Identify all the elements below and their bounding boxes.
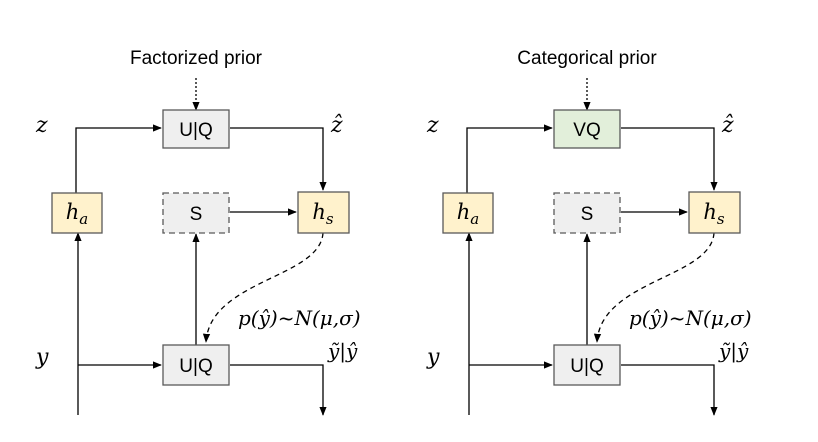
ha-subscript: a	[79, 210, 88, 228]
ha-to-quantizer-arrow	[75, 124, 162, 196]
y-label: y	[35, 345, 49, 370]
quantizer-output-arrow	[621, 364, 718, 416]
side-info-label: S	[190, 204, 203, 225]
ha-base: h	[66, 200, 80, 224]
side-info-box	[162, 192, 230, 234]
side-info-box	[553, 192, 621, 234]
hs-label: hs	[312, 200, 334, 228]
ha-label: ha	[457, 200, 479, 228]
z-hat-label: ẑ	[330, 113, 343, 138]
hs-base: h	[703, 200, 717, 224]
hs-box	[688, 191, 741, 234]
hs-box	[297, 191, 350, 234]
z-label: z	[35, 113, 48, 138]
ha-to-quantizer-arrow	[466, 124, 553, 196]
quantizer-top-box	[162, 109, 230, 149]
ha-box	[442, 192, 494, 234]
quantizer-bottom-box	[162, 344, 230, 386]
prior-title: Factorized prior	[130, 48, 263, 69]
hs-subscript: s	[326, 210, 334, 228]
side-info-label: S	[581, 204, 594, 225]
probability-label: p(ŷ)~N(μ,σ)	[629, 306, 752, 330]
panel-categorical-prior: Categorical prior VQ S U|Q ha hs z ẑ y ỹ…	[426, 48, 752, 416]
quantizer-top-label: VQ	[573, 120, 600, 141]
hs-base: h	[312, 200, 326, 224]
quantizer-top-label: U|Q	[179, 120, 212, 141]
y-label: y	[426, 345, 440, 370]
hs-subscript: s	[717, 210, 725, 228]
probability-label: p(ŷ)~N(μ,σ)	[238, 306, 361, 330]
ha-subscript: a	[470, 210, 479, 228]
ha-label: ha	[66, 200, 88, 228]
hs-to-quantizer-dashed-arrow	[593, 232, 715, 343]
quantizer-top-box	[553, 109, 621, 149]
quantizer-bottom-box	[553, 344, 621, 386]
quantizer-output-arrow	[230, 364, 327, 416]
quantizer-to-hs-arrow	[230, 127, 327, 191]
z-hat-label: ẑ	[721, 113, 734, 138]
ha-base: h	[457, 200, 471, 224]
y-output-label: ỹ|ŷ	[327, 339, 358, 364]
hs-to-quantizer-dashed-arrow	[202, 232, 324, 343]
quantizer-to-hs-arrow	[621, 127, 718, 191]
panel-factorized-prior: Factorized prior U|Q S U|Q ha hs z ẑ y ỹ…	[35, 48, 361, 416]
y-output-label: ỹ|ŷ	[718, 339, 749, 364]
quantizer-bottom-label: U|Q	[179, 356, 212, 377]
z-label: z	[426, 113, 439, 138]
hs-label: hs	[703, 200, 725, 228]
ha-box	[51, 192, 103, 234]
prior-title: Categorical prior	[517, 48, 657, 69]
quantizer-bottom-label: U|Q	[570, 356, 603, 377]
